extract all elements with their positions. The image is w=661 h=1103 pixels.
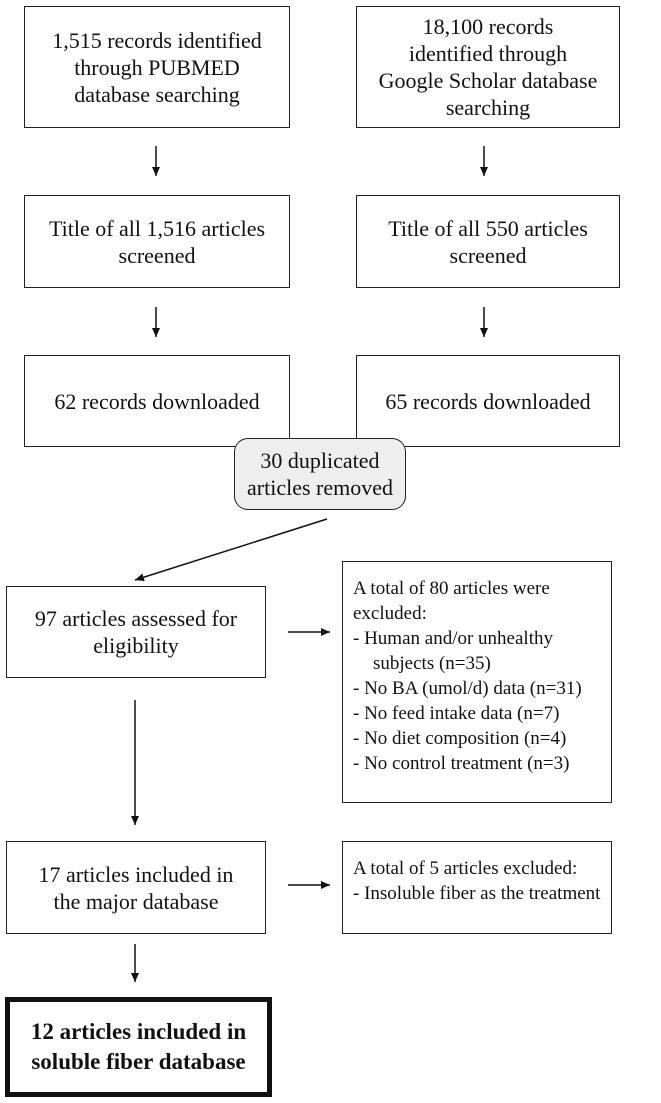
box-text-line: Title of all 550 articles: [388, 215, 588, 241]
exclusion-item: - Human and/or unhealthy: [353, 628, 553, 649]
exclusion-item: - No control treatment (n=3): [353, 753, 570, 774]
box-text-line: eligibility: [93, 633, 179, 658]
box-text-line: soluble fiber database: [31, 1049, 246, 1074]
scholar-screened-box: Title of all 550 articles screened: [356, 195, 620, 288]
box-text-line: through PUBMED: [74, 54, 240, 80]
pubmed-downloaded-box: 62 records downloaded: [24, 355, 290, 447]
pubmed-screened-box: Title of all 1,516 articles screened: [24, 195, 290, 288]
pubmed-identified-box: 1,515 records identified through PUBMED …: [24, 6, 290, 128]
box-text-line: searching: [445, 95, 531, 120]
exclusion-item: subjects (n=35): [373, 653, 491, 674]
exclusion-box-eligibility: A total of 80 articles were excluded: - …: [342, 561, 612, 803]
box-text-line: screened: [449, 242, 527, 268]
scholar-downloaded-box: 65 records downloaded: [356, 355, 620, 447]
exclusion-item: - Insoluble fiber as the treatment: [353, 883, 601, 904]
box-text-line: database searching: [74, 81, 240, 107]
duplicates-removed-box: 30 duplicated articles removed: [234, 438, 406, 510]
scholar-identified-box: 18,100 records identified through Google…: [356, 6, 620, 128]
box-text-line: 17 articles included in: [38, 861, 234, 887]
exclusion-title-line: excluded:: [353, 603, 427, 624]
box-text-line: articles removed: [247, 475, 393, 500]
major-database-box: 17 articles included in the major databa…: [6, 841, 266, 934]
box-text-line: 62 records downloaded: [54, 388, 260, 414]
box-text-line: 1,515 records identified: [52, 27, 262, 53]
box-text-line: 97 articles assessed for: [34, 606, 238, 631]
exclusion-item: - No feed intake data (n=7): [353, 703, 560, 724]
arrow-duplicates-to-eligibility: [134, 518, 328, 582]
final-database-box: 12 articles included in soluble fiber da…: [5, 997, 272, 1097]
box-text-line: 12 articles included in: [30, 1019, 247, 1044]
exclusion-item: - No diet composition (n=4): [353, 728, 567, 749]
exclusion-box-major: A total of 5 articles excluded: - Insolu…: [342, 841, 612, 934]
box-text-line: screened: [118, 242, 196, 268]
exclusion-title-line: A total of 5 articles excluded:: [353, 858, 578, 879]
eligibility-box: 97 articles assessed for eligibility: [6, 586, 266, 678]
box-text-line: 30 duplicated: [260, 448, 380, 473]
box-text-line: Google Scholar database: [378, 68, 598, 93]
box-text-line: 65 records downloaded: [385, 388, 591, 414]
exclusion-item: - No BA (umol/d) data (n=31): [353, 678, 582, 699]
box-text-line: Title of all 1,516 articles: [48, 215, 266, 241]
box-text-line: the major database: [53, 888, 219, 914]
box-text-line: identified through: [408, 41, 568, 66]
exclusion-title-line: A total of 80 articles were: [353, 578, 550, 599]
box-text-line: 18,100 records: [422, 14, 554, 39]
